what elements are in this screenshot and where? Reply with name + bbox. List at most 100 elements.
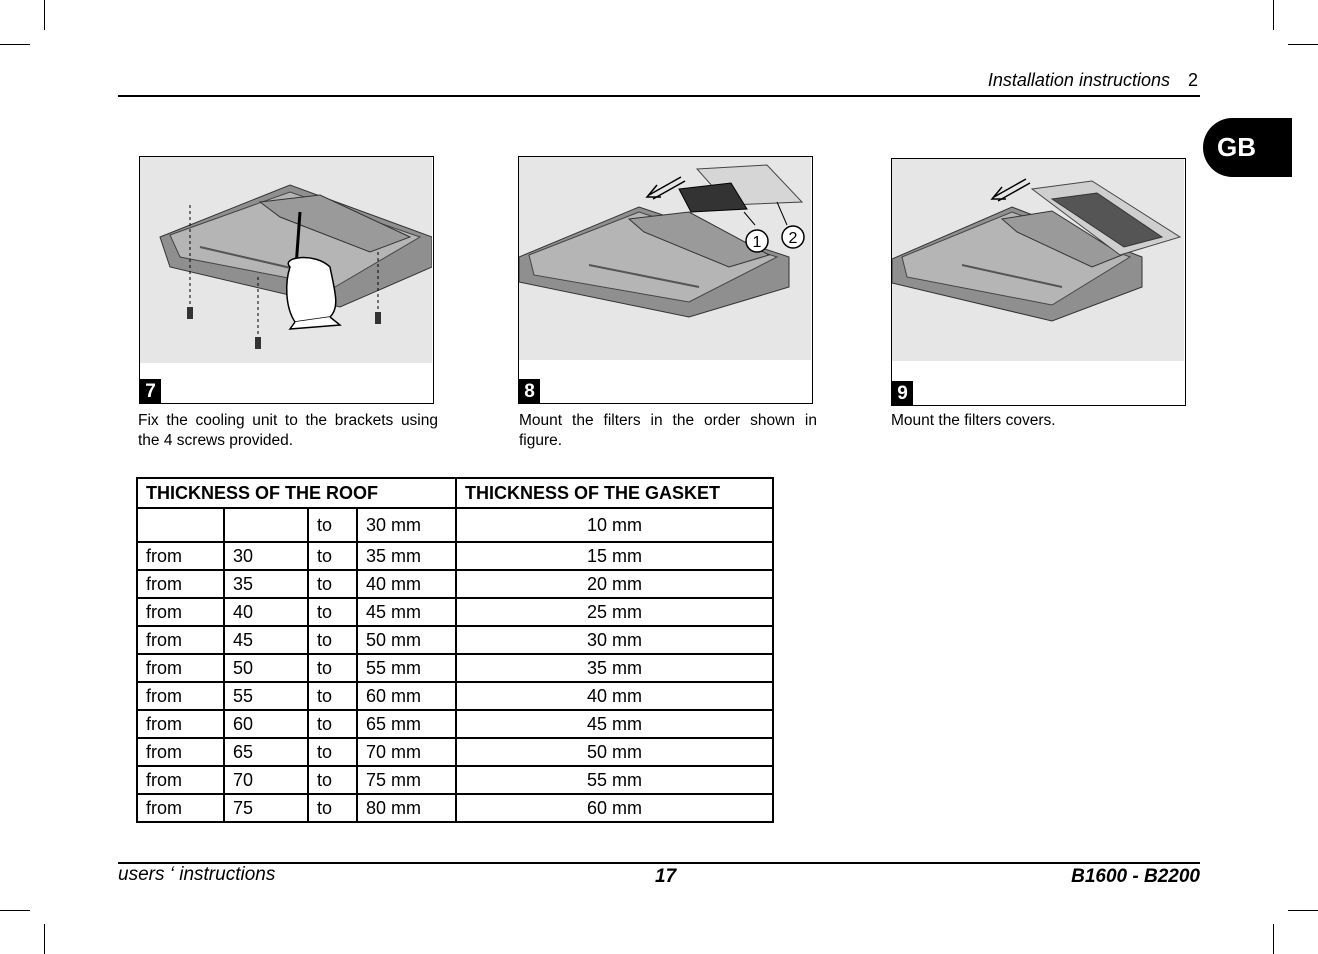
- header-title: Installation instructions: [987, 70, 1170, 90]
- table-cell: from: [136, 541, 225, 571]
- language-tab: GB: [1203, 118, 1292, 177]
- table-cell: from: [136, 597, 225, 627]
- crop-mark: [0, 44, 30, 45]
- table-cell: from: [136, 709, 225, 739]
- table-cell: to: [307, 765, 358, 795]
- filters-illustration: 1 2: [519, 157, 811, 360]
- table-cell: 40: [223, 597, 309, 627]
- table-cell: 20 mm: [455, 569, 774, 599]
- table-cell: to: [307, 507, 358, 543]
- table-cell: 75: [223, 793, 309, 823]
- footer-document-type: users ‘ instructions: [118, 864, 276, 885]
- crop-mark: [44, 0, 45, 30]
- figure-number: 7: [140, 379, 161, 403]
- figure-8: 1 2 8: [518, 156, 813, 404]
- figure-8-caption: Mount the filters in the order shown in …: [519, 412, 817, 449]
- table-cell: [136, 507, 225, 543]
- crop-mark: [1273, 0, 1274, 30]
- footer-rule: [118, 862, 1200, 864]
- table-cell: 75 mm: [356, 765, 457, 795]
- table-cell: 35 mm: [356, 541, 457, 571]
- table-cell: 60 mm: [455, 793, 774, 823]
- figure-7: 7: [139, 156, 434, 404]
- table-cell: 70: [223, 765, 309, 795]
- chapter-number: 2: [1187, 70, 1198, 90]
- table-cell: from: [136, 681, 225, 711]
- header-roof-thickness: THICKNESS OF THE ROOF: [136, 477, 457, 509]
- table-cell: to: [307, 793, 358, 823]
- figure-9: 9: [891, 158, 1186, 406]
- page-header: Installation instructions 2: [988, 70, 1198, 91]
- table-cell: 10 mm: [455, 507, 774, 543]
- callout-2: 2: [789, 230, 798, 247]
- table-cell: from: [136, 569, 225, 599]
- table-cell: 55 mm: [356, 653, 457, 683]
- table-cell: from: [136, 653, 225, 683]
- callout-1: 1: [753, 234, 762, 251]
- table-cell: to: [307, 569, 358, 599]
- table-cell: 35: [223, 569, 309, 599]
- table-cell: from: [136, 737, 225, 767]
- cooling-unit-illustration: [140, 157, 432, 363]
- crop-mark: [0, 910, 30, 911]
- header-gasket-thickness: THICKNESS OF THE GASKET: [455, 477, 774, 509]
- table-cell: to: [307, 653, 358, 683]
- table-cell: 30 mm: [455, 625, 774, 655]
- table-cell: to: [307, 541, 358, 571]
- table-cell: 55 mm: [455, 765, 774, 795]
- page-number: 17: [655, 866, 677, 887]
- figure-number: 8: [519, 379, 540, 403]
- table-cell: [223, 507, 309, 543]
- table-cell: 45 mm: [356, 597, 457, 627]
- table-cell: 65: [223, 737, 309, 767]
- crop-mark: [1273, 924, 1274, 954]
- table-cell: 40 mm: [455, 681, 774, 711]
- table-cell: from: [136, 793, 225, 823]
- table-cell: 80 mm: [356, 793, 457, 823]
- table-cell: to: [307, 625, 358, 655]
- table-cell: 55: [223, 681, 309, 711]
- table-cell: 50 mm: [356, 625, 457, 655]
- table-cell: 35 mm: [455, 653, 774, 683]
- table-cell: 60: [223, 709, 309, 739]
- table-cell: 45: [223, 625, 309, 655]
- table-cell: to: [307, 597, 358, 627]
- header-rule: [118, 95, 1200, 97]
- table-cell: 45 mm: [455, 709, 774, 739]
- table-cell: 70 mm: [356, 737, 457, 767]
- table-cell: 25 mm: [455, 597, 774, 627]
- table-cell: to: [307, 737, 358, 767]
- table-cell: from: [136, 625, 225, 655]
- table-cell: 50 mm: [455, 737, 774, 767]
- figure-number: 9: [892, 381, 913, 405]
- table-cell: 65 mm: [356, 709, 457, 739]
- table-cell: 60 mm: [356, 681, 457, 711]
- gasket-thickness-table: THICKNESS OF THE ROOF THICKNESS OF THE G…: [136, 477, 774, 823]
- table-cell: to: [307, 709, 358, 739]
- table-cell: 15 mm: [455, 541, 774, 571]
- table-cell: 40 mm: [356, 569, 457, 599]
- crop-mark: [44, 924, 45, 954]
- table-cell: to: [307, 681, 358, 711]
- figure-7-caption: Fix the cooling unit to the brackets usi…: [138, 412, 438, 449]
- table-cell: 30 mm: [356, 507, 457, 543]
- figure-9-caption: Mount the filters covers.: [891, 412, 1056, 429]
- crop-mark: [1288, 44, 1318, 45]
- model-name: B1600 - B2200: [1071, 866, 1200, 887]
- filter-covers-illustration: [892, 159, 1184, 361]
- table-cell: 30: [223, 541, 309, 571]
- table-cell: 50: [223, 653, 309, 683]
- table-cell: from: [136, 765, 225, 795]
- crop-mark: [1288, 910, 1318, 911]
